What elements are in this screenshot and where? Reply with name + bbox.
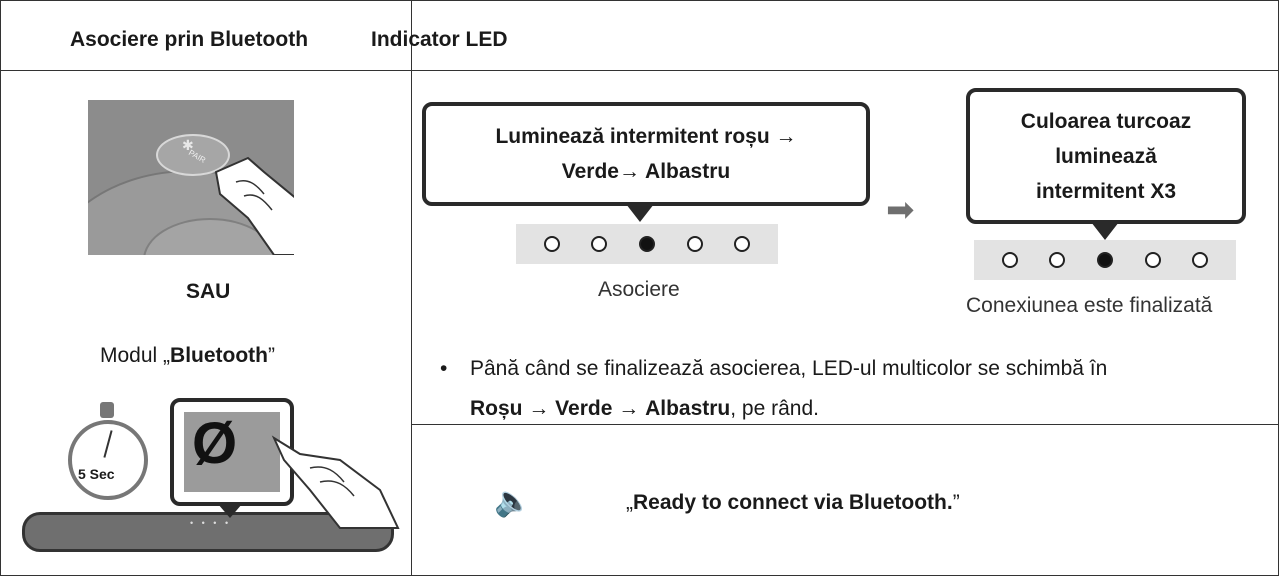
complete-callout-tail [1091,222,1119,240]
led-3-active [1096,252,1113,268]
bluetooth-mode-label: Modul „Bluetooth” [100,344,276,367]
complete-led-callout: Culoarea turcoaz luminează intermitent X… [966,88,1246,224]
stopwatch-icon [68,420,148,500]
hold-duration-label: 5 Sec [78,466,115,482]
pair-button [156,134,230,176]
soundbar-buttons: • • • • [190,518,232,528]
callout-tail [218,504,242,518]
column-divider [411,0,412,576]
hand-pressing-icon [214,156,294,255]
led-5 [1192,252,1209,268]
pairing-led-callout: Luminează intermitent roșu → Verde→ Alba… [422,102,870,206]
bluetooth-key-callout: Ø [170,398,294,506]
led-4 [1144,252,1161,268]
pairing-led-row [516,224,778,264]
row-divider [411,424,1279,425]
voice-message: „Ready to connect via Bluetooth.” [626,491,960,514]
led-3-active [638,236,655,252]
led-1 [543,236,560,252]
speaker-icon: 🔈 [494,485,532,518]
header-pairing: Asociere prin Bluetooth [70,28,309,51]
pairing-caption: Asociere [598,278,680,301]
led-2 [1049,252,1066,268]
bluetooth-key-icon: Ø [192,411,238,476]
hand-pressing-key-icon [271,435,400,529]
led-1 [1001,252,1018,268]
complete-led-row [974,240,1236,280]
led-5 [734,236,751,252]
pairing-callout-tail [626,204,654,222]
timer-knob [100,402,114,418]
or-label: SAU [186,280,231,303]
pair-button-illustration: ✱ PAIR [88,100,294,255]
bluetooth-icon: ✱ [182,137,194,153]
complete-caption: Conexiunea este finalizată [966,294,1213,317]
led-4 [686,236,703,252]
header-led-indicator: Indicator LED [371,28,508,51]
header-divider [0,70,1279,71]
bullet-mark: • [440,357,448,380]
led-2 [591,236,608,252]
next-state-arrow-icon: ➡ [886,191,915,229]
